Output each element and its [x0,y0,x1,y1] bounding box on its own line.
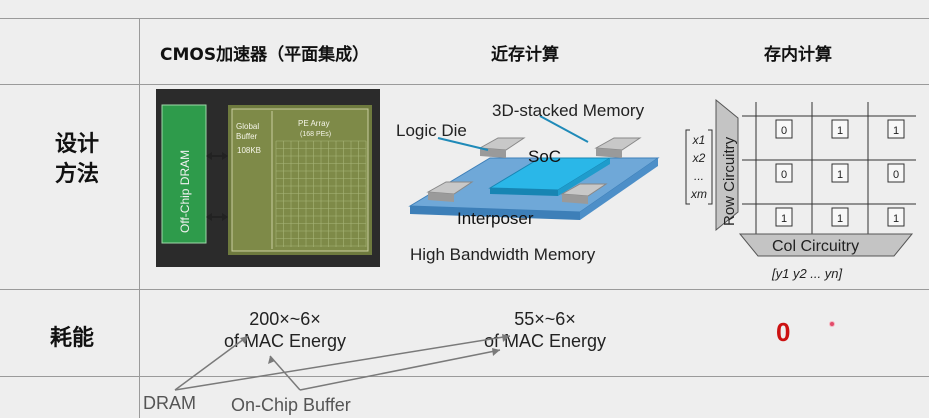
crossbar-grid: 0 1 1 0 1 0 1 1 1 [742,102,916,234]
table-top-border [0,18,929,19]
laser-pointer-dot [829,321,835,327]
energy-cmos-unit: of MAC Energy [223,331,347,351]
memory-stack-front-left [426,181,474,195]
on-chip-buffer-annotation: On-Chip Buffer [231,395,351,415]
header-divider [0,84,929,85]
row-label-design-text: 设计方法 [42,130,112,190]
hbm-caption: High Bandwidth Memory [410,245,596,264]
crossbar-cell [831,119,849,139]
crossbar-cell-value: 0 [781,125,787,137]
crossbar-cell-value: 0 [781,169,787,181]
input-vector-element: xm [690,187,707,201]
crossbar-cell [775,119,793,139]
row-circuitry-block [715,98,739,232]
logic-die-label: Logic Die [396,121,467,140]
energy-cmos: 200×~6× of MAC Energy [205,308,365,352]
dram-annotation: DRAM [143,393,196,413]
memory-stack-back-left [478,137,526,151]
energy-in-memory: 0 [776,317,791,347]
input-vector-element: x2 [692,151,706,165]
memory-stack-back-right [594,137,642,151]
buffer-size-label: 108KB [237,146,261,155]
header-near-memory-computing: 近存计算 [491,45,559,65]
energy-cmos-ratio: 200×~6× [249,309,321,329]
crossbar-cell-value: 1 [837,169,843,181]
energy-near-memory-ratio: 55×~6× [514,309,576,329]
pe-count-label: (168 PEs) [300,131,331,138]
crossbar-cell-value: 1 [837,213,843,225]
crossbar-cell [887,163,905,183]
row-label-line: 设计 [54,132,99,157]
hbm-figure: 3D-stacked Memory Logic Die SoC Interpos… [396,101,660,264]
label-column-divider [139,18,140,418]
crossbar-cell-value: 1 [781,213,787,225]
col-circuitry-block [738,233,914,257]
row-divider [0,289,929,290]
energy-near-memory-unit: of MAC Energy [483,331,607,351]
row-label-line: 方法 [54,162,99,187]
crossbar-cell-value: 1 [893,125,899,137]
crossbar-cell [831,163,849,183]
soc-label: SoC [528,147,561,166]
off-chip-dram-label: Off-Chip DRAM [178,150,192,233]
crossbar-cell-value: 1 [837,125,843,137]
crossbar-cell [887,207,905,227]
output-vector-text: [y1 y2 ... yn] [771,266,842,281]
energy-near-memory: 55×~6× of MAC Energy [465,308,625,352]
memory-stack-front-right [560,183,608,197]
input-vector-element: x1 [692,133,706,147]
row-label-energy: 耗能 [50,326,95,351]
row-label-design-method: 设计方法 [42,130,112,190]
header-cmos-accelerator: CMOS加速器（平面集成） [160,45,370,65]
crossbar-cell [775,207,793,227]
crossbar-cell-value: 0 [893,169,899,181]
col-circuitry-label: Col Circuitry [772,238,859,255]
pim-crossbar-figure: x1 x2... xm Row Circuitry 0 1 1 0 1 0 1 1 1 Col Ci… [685,98,916,281]
header-in-memory-computing: 存内计算 [764,45,832,65]
crossbar-cell [831,207,849,227]
pe-array-label: PE Array [298,119,330,128]
table-bottom-border [0,376,929,377]
crossbar-cell [775,163,793,183]
input-vector: x1 x2... xm [685,129,713,205]
3d-stacked-memory-label: 3D-stacked Memory [492,101,645,120]
interposer-label: Interposer [457,209,534,228]
crossbar-cell [887,119,905,139]
row-circuitry-label: Row Circuitry [721,136,738,226]
crossbar-cell-value: 1 [893,213,899,225]
output-vector: [y1 y2 ... yn] [771,266,842,281]
input-vector-element: ... [694,169,704,183]
